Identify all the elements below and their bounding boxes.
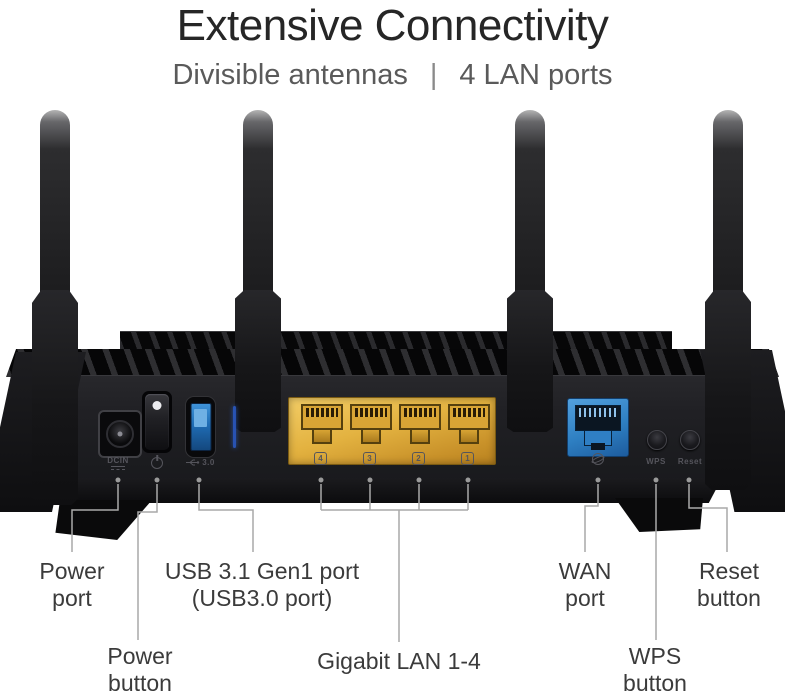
usb3-print: 3.0 (176, 458, 224, 467)
lan-port-2-pins (404, 408, 436, 417)
subtitle: Divisible antennas | 4 LAN ports (0, 56, 785, 94)
wan-pins (579, 408, 617, 417)
antenna-2 (235, 110, 281, 432)
power-port (98, 410, 142, 458)
usb-slot (190, 403, 211, 451)
reset-print: Reset (677, 457, 703, 466)
reset-button-label: Reset button (697, 558, 761, 611)
wps-button-label: WPS button (623, 643, 687, 696)
wps-print: WPS (646, 457, 666, 466)
lan-port-1 (448, 404, 490, 444)
power-icon (151, 457, 163, 469)
subtitle-divider: | (429, 59, 438, 91)
usb-tongue (194, 409, 207, 427)
lan2-icon: 2 (412, 452, 425, 465)
lan-ports-label: Gigabit LAN 1-4 (317, 648, 481, 674)
lan-port-3-pins (355, 408, 387, 417)
wan-port (567, 398, 629, 457)
lan-ports-block (288, 397, 496, 465)
power-button (142, 391, 172, 453)
dc-pin (117, 431, 123, 437)
led-reflection (233, 406, 236, 448)
antenna-4-blade (713, 110, 743, 306)
router-top-vents-front (6, 349, 779, 377)
dcin-print: DCIN (100, 456, 136, 470)
antenna-4 (705, 110, 751, 490)
lan-port-4 (301, 404, 343, 444)
antenna-3-blade (515, 110, 545, 306)
lan4-icon: 4 (314, 452, 327, 465)
router-right-foot (615, 498, 711, 532)
power-button-label: Power button (107, 643, 173, 696)
antenna-1 (32, 110, 78, 505)
antenna-3 (507, 110, 553, 432)
wan-tab2 (591, 443, 605, 450)
router-left-foot (45, 500, 152, 540)
power-port-label: Power port (39, 558, 105, 611)
dc-symbol-icon (111, 466, 125, 470)
lan-port-1-pins (453, 408, 485, 417)
lan1-icon: 1 (461, 452, 474, 465)
reset-button (680, 430, 700, 450)
antenna-1-blade (40, 110, 70, 306)
antenna-1-base (32, 290, 78, 505)
lan-port-2 (399, 404, 441, 444)
subtitle-feature-lan: 4 LAN ports (459, 59, 613, 91)
lan3-icon: 3 (363, 452, 376, 465)
antenna-2-blade (243, 110, 273, 306)
dc-barrel (106, 420, 134, 448)
router-top-vents-back (120, 331, 672, 352)
usb-trident-icon (186, 459, 200, 466)
page-title: Extensive Connectivity (176, 1, 609, 50)
antenna-4-base (705, 290, 751, 490)
usb-port-label: USB 3.1 Gen1 port (USB3.0 port) (164, 558, 360, 611)
antenna-2-base (235, 290, 281, 432)
antenna-3-base (507, 290, 553, 432)
wan-globe-icon (592, 453, 604, 465)
subtitle-feature-antennas: Divisible antennas (172, 59, 408, 91)
wps-button (647, 430, 667, 450)
power-rocker-dot (152, 401, 162, 410)
usb-port (185, 396, 216, 458)
lan-port-3 (350, 404, 392, 444)
lan-port-4-pins (306, 408, 338, 417)
wan-cavity (575, 405, 621, 431)
wan-port-label: WAN port (558, 558, 612, 611)
